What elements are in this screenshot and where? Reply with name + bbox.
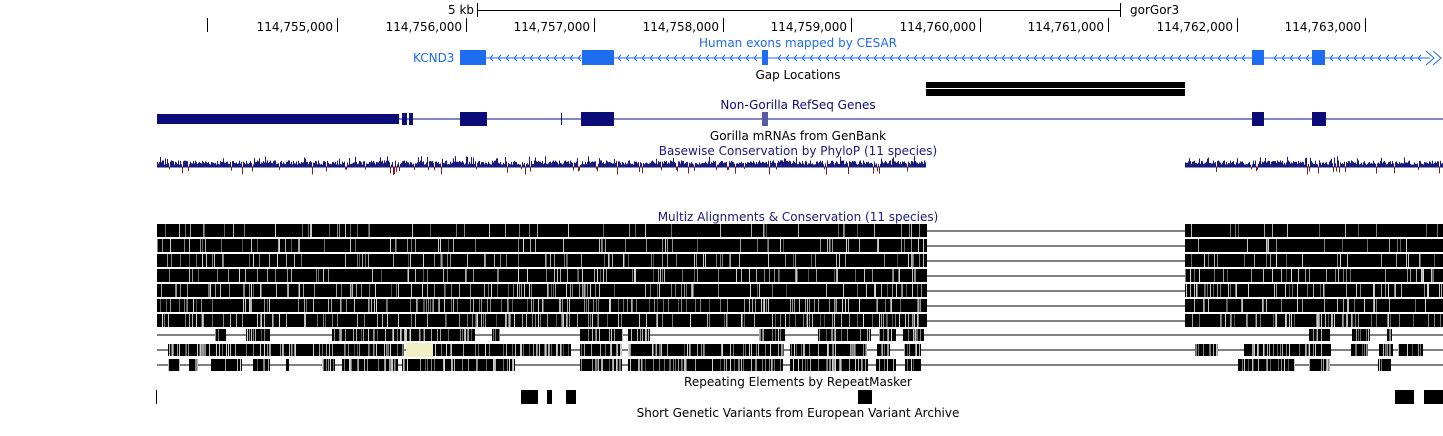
mrna-track-title[interactable]: Gorilla mRNAs from GenBank xyxy=(709,129,887,143)
ruler-tick xyxy=(207,18,208,32)
ruler-position-label: 114,755,000 xyxy=(256,20,333,34)
ruler-position-label: 114,762,000 xyxy=(1156,20,1233,34)
scale-bar-line xyxy=(477,10,1121,11)
phylop-wiggle[interactable] xyxy=(0,150,1443,190)
multiz-alignment-rows[interactable] xyxy=(0,222,1443,374)
eva-track-title[interactable]: Short Genetic Variants from European Var… xyxy=(636,406,960,420)
rmsk-elements[interactable] xyxy=(0,388,1443,406)
ruler-position-label: 114,763,000 xyxy=(1284,20,1361,34)
ruler-tick xyxy=(851,18,852,32)
assembly-label: gorGor3 xyxy=(1130,3,1180,17)
ruler-tick xyxy=(1365,18,1366,32)
ruler-position-label: 114,757,000 xyxy=(513,20,590,34)
ruler-tick xyxy=(466,18,467,32)
ruler-tick xyxy=(1108,18,1109,32)
ruler-position-label: 114,756,000 xyxy=(385,20,462,34)
ruler-position-label: 114,760,000 xyxy=(899,20,976,34)
refseq-track-title[interactable]: Non-Gorilla RefSeq Genes xyxy=(720,98,876,112)
scale-bar-right-tick xyxy=(1120,3,1121,17)
cesar-gene-model[interactable] xyxy=(0,0,1443,70)
ruler-tick xyxy=(1237,18,1238,32)
ruler-tick xyxy=(337,18,338,32)
ruler-tick xyxy=(723,18,724,32)
gap-track-title[interactable]: Gap Locations xyxy=(755,68,841,82)
ruler-tick xyxy=(594,18,595,32)
gap-block[interactable] xyxy=(926,82,1185,96)
ruler-position-label: 114,758,000 xyxy=(642,20,719,34)
ruler-position-label: 114,761,000 xyxy=(1027,20,1104,34)
cesar-track-title[interactable]: Human exons mapped by CESAR xyxy=(699,36,897,50)
ruler-position-label: 114,759,000 xyxy=(770,20,847,34)
phylop-track-title[interactable]: Basewise Conservation by PhyloP (11 spec… xyxy=(658,144,938,158)
gap-divider xyxy=(926,88,1185,89)
scale-bar-label: 5 kb xyxy=(448,3,475,17)
kcnd3-gene-label[interactable]: KCND3 xyxy=(413,51,455,65)
refseq-gene-model[interactable] xyxy=(0,108,1443,130)
multiz-track-title[interactable]: Multiz Alignments & Conservation (11 spe… xyxy=(657,210,939,224)
rmsk-track-title[interactable]: Repeating Elements by RepeatMasker xyxy=(684,375,912,389)
ruler-tick xyxy=(980,18,981,32)
